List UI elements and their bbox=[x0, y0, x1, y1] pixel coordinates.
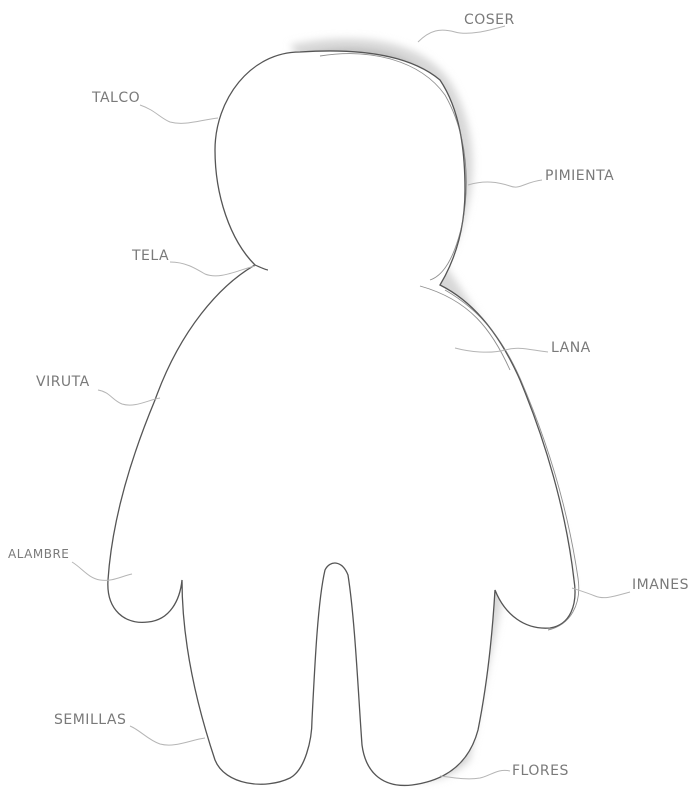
leader-talco bbox=[140, 105, 218, 123]
label-alambre: ALAMBRE bbox=[8, 547, 69, 561]
label-tela: TELA bbox=[131, 248, 169, 264]
label-coser: COSER bbox=[464, 12, 515, 28]
leader-pimienta bbox=[468, 180, 542, 187]
label-semillas: SEMILLAS bbox=[54, 712, 126, 728]
label-talco: TALCO bbox=[91, 90, 140, 106]
label-pimienta: PIMIENTA bbox=[545, 168, 614, 184]
leader-coser bbox=[418, 26, 505, 42]
doll-front-outline bbox=[108, 51, 579, 785]
label-imanes: IMANES bbox=[632, 577, 689, 593]
label-viruta: VIRUTA bbox=[36, 374, 90, 390]
leader-imanes bbox=[572, 588, 630, 598]
label-lana: LANA bbox=[551, 340, 591, 356]
leader-semillas bbox=[130, 726, 205, 745]
leader-viruta bbox=[98, 390, 160, 405]
label-flores: FLORES bbox=[512, 763, 569, 779]
